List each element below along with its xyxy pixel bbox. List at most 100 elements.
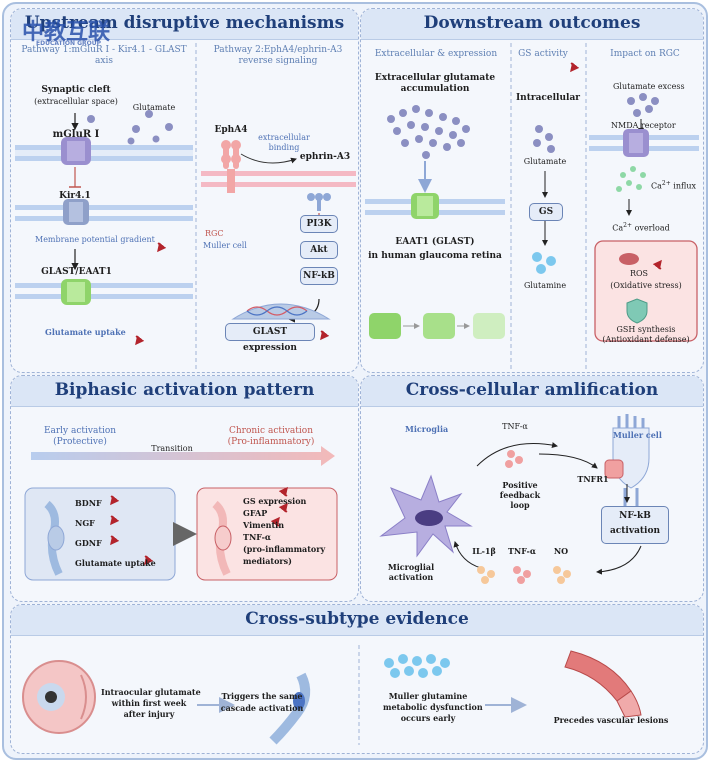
ephrin-label: ephrin-A3 <box>299 152 351 162</box>
nfkb-box-upstream: NF-kB <box>300 267 338 285</box>
gsh-label: GSH synthesis <box>616 325 676 334</box>
glast-eaat1-label: GLAST/EAAT1 <box>41 267 112 277</box>
microglia-cell <box>379 474 473 558</box>
iop-line-1: within first week <box>111 698 187 708</box>
panel-subtype-title: Cross-subtype evidence <box>245 609 469 629</box>
nfkb-activation-box: NF-kB activation <box>601 506 669 544</box>
no-dots <box>553 566 571 584</box>
loop-label-0: Positive <box>502 480 538 490</box>
no-label: NO <box>553 546 569 556</box>
kir-label: Kir4.1 <box>59 191 91 201</box>
rgc-label: RGC <box>205 229 224 238</box>
tnf-dots-bottom <box>513 566 531 584</box>
left-item-3: Glutamate uptake <box>75 558 156 568</box>
il1b-dots <box>477 566 495 584</box>
watermark-cn: 中教互联 <box>22 20 111 45</box>
subtype-graphics <box>22 645 642 745</box>
left-item-1: NGF <box>75 518 95 528</box>
panel-downstream-header: Downstream outcomes <box>361 9 703 40</box>
microglial-activation-a: Microglial <box>387 562 435 572</box>
ca-overload-label: Ca2+ overload <box>601 221 681 234</box>
glutamate-label-gs: Glutamate <box>523 157 567 166</box>
panel-biphasic-title: Biphasic activation pattern <box>54 380 315 400</box>
nfkb-label: NF-kB <box>619 511 651 521</box>
watermark-logo: 中教互联 <box>22 14 110 46</box>
ros-sub-label: (Oxidative stress) <box>610 281 682 290</box>
pathway1-label: Pathway 1:mGluR I - Kir4.1 - GLAST axis <box>21 45 187 66</box>
panel-downstream-title: Downstream outcomes <box>423 13 641 33</box>
muller-dys-line-1: metabolic dysfunction <box>383 702 483 712</box>
membrane-potential-label: Membrane potential gradient <box>35 235 155 244</box>
right-item-0: GS expression <box>243 496 307 506</box>
panel-biphasic-header: Biphasic activation pattern <box>11 376 358 407</box>
glutamate-dots-upstream <box>87 110 173 145</box>
chronic-sub-label: (Pro-inflammatory) <box>227 437 315 447</box>
glutamate-cluster <box>387 105 470 159</box>
blood-vessel-icon <box>564 650 642 718</box>
intracellular-label: Intracellular <box>515 93 581 103</box>
biphasic-graphics <box>24 446 338 581</box>
pathway2-label: Pathway 2:EphA4/ephrin-A3 reverse signal… <box>213 45 343 66</box>
muller-dys-line-2: occurs early <box>400 713 456 723</box>
tnfr1-label: TNFR1 <box>577 474 609 484</box>
downstream-col1-label: Extracellular & expression <box>374 49 498 59</box>
glutamine-dots <box>532 252 556 274</box>
extracellular-binding-label: extracellular binding <box>258 133 310 152</box>
glutamate-uptake-label: Glutamate uptake <box>45 327 126 337</box>
muller-dys-line-0: Muller glutamine <box>388 691 468 701</box>
epha4-label: EphA4 <box>214 125 248 135</box>
downstream-col3-label: Impact on RGC <box>610 49 680 59</box>
tnf-dots-top <box>505 450 523 468</box>
panel-upstream-header: Upstream disruptive mechanisms <box>11 9 358 40</box>
right-item-3: TNF-α <box>243 532 272 542</box>
microglia-label: Microglia <box>405 424 449 434</box>
downstream-graphics <box>365 43 699 369</box>
epha4-receptor <box>221 140 241 193</box>
panel-upstream-title: Upstream disruptive mechanisms <box>24 13 345 33</box>
extracellular-space-label: (extracellular space) <box>34 97 118 106</box>
right-item-4: (pro-inflammatory <box>243 544 326 554</box>
rgc-glutamate <box>627 93 659 117</box>
left-item-0: BDNF <box>75 498 102 508</box>
ca-sup-2: 2+ <box>623 222 633 229</box>
panel-upstream: Upstream disruptive mechanisms <box>10 8 359 373</box>
ca-overload-a: Ca <box>612 223 624 233</box>
ca-influx-label: Ca2+ influx <box>651 179 696 192</box>
loop-label-1: feedback <box>499 490 541 500</box>
muller-cell-label-upstream: Muller cell <box>203 241 247 250</box>
glutamine-label: Glutamine <box>523 281 567 290</box>
panel-subtype: Cross-subtype evidence Intraocular gluta… <box>10 604 704 754</box>
early-sub-label: (Protective) <box>53 437 107 447</box>
iop-line-0: Intraocular glutamate <box>101 687 201 697</box>
glutamate-label-upstream: Glutamate <box>132 103 176 112</box>
calcium-dots <box>616 166 646 192</box>
tnf-bottom-label: TNF-α <box>507 546 537 556</box>
membrane-top-left <box>15 145 193 161</box>
ephrin-ligand <box>307 193 331 211</box>
ext-accum-label: Extracellular glutamate accumulation <box>374 73 496 94</box>
gs-glutamate <box>533 125 555 153</box>
upstream-graphics <box>15 43 356 369</box>
synaptic-cleft-label: Synaptic cleft <box>41 85 111 95</box>
right-item-2: Vimentin <box>243 520 285 530</box>
watermark-en: EDUCATION GROUP <box>36 40 101 47</box>
panel-biphasic: Biphasic activation pattern Early activa… <box>10 375 359 602</box>
right-item-5: mediators) <box>243 556 292 566</box>
eaat1-label: EAAT1 (GLAST) <box>395 237 475 247</box>
activation-label: activation <box>609 526 661 536</box>
early-label: Early activation <box>43 426 117 436</box>
microglial-activation-b: activation <box>388 572 434 582</box>
ros-label: ROS <box>629 269 649 278</box>
left-item-2: GDNF <box>75 538 102 548</box>
iop-line-2: after injury <box>123 709 175 719</box>
ca-influx-b: influx <box>673 181 697 191</box>
chronic-label: Chronic activation <box>228 426 314 436</box>
muller-cell-label: Muller cell <box>613 430 662 440</box>
gs-box: GS <box>529 203 563 221</box>
glu-excess-label: Glutamate excess <box>613 82 685 91</box>
ca-sup-1: 2+ <box>661 180 671 187</box>
eye-icon <box>22 660 96 734</box>
triggers-line-1: cascade activation <box>220 703 304 713</box>
glutamine-cluster <box>384 654 450 678</box>
loop-label-2: loop <box>510 500 530 510</box>
